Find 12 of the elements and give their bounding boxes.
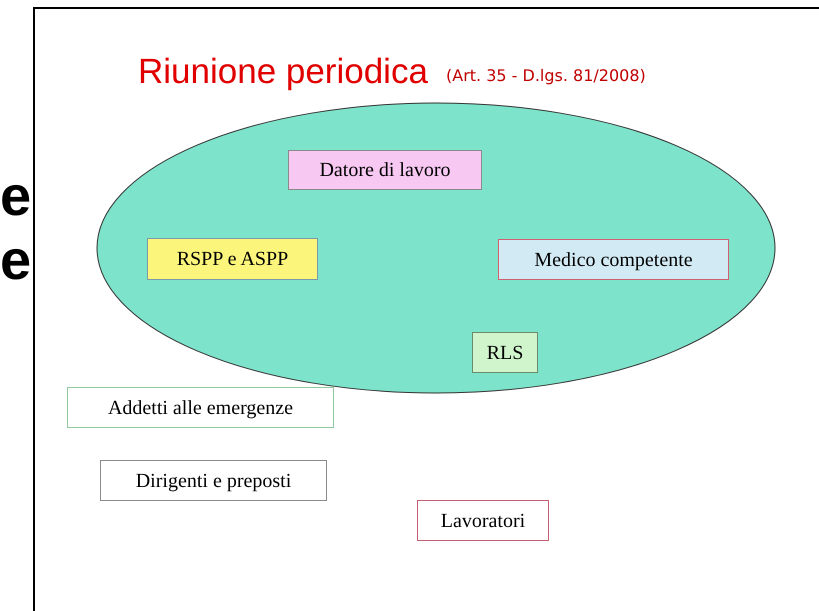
role-box: Dirigenti e preposti bbox=[100, 460, 327, 501]
ellipse-shape bbox=[96, 102, 776, 394]
text-fragment: e bbox=[0, 232, 32, 288]
role-box: Medico competente bbox=[498, 239, 729, 280]
role-box: RSPP e ASPP bbox=[147, 238, 318, 280]
title: Riunione periodica bbox=[138, 51, 428, 93]
text-fragment: e bbox=[0, 168, 32, 224]
role-box: Datore di lavoro bbox=[288, 150, 482, 190]
role-box: RLS bbox=[472, 332, 538, 373]
subtitle: (Art. 35 - D.lgs. 81/2008) bbox=[446, 65, 646, 87]
role-box: Lavoratori bbox=[417, 500, 549, 541]
role-box: Addetti alle emergenze bbox=[67, 387, 334, 428]
